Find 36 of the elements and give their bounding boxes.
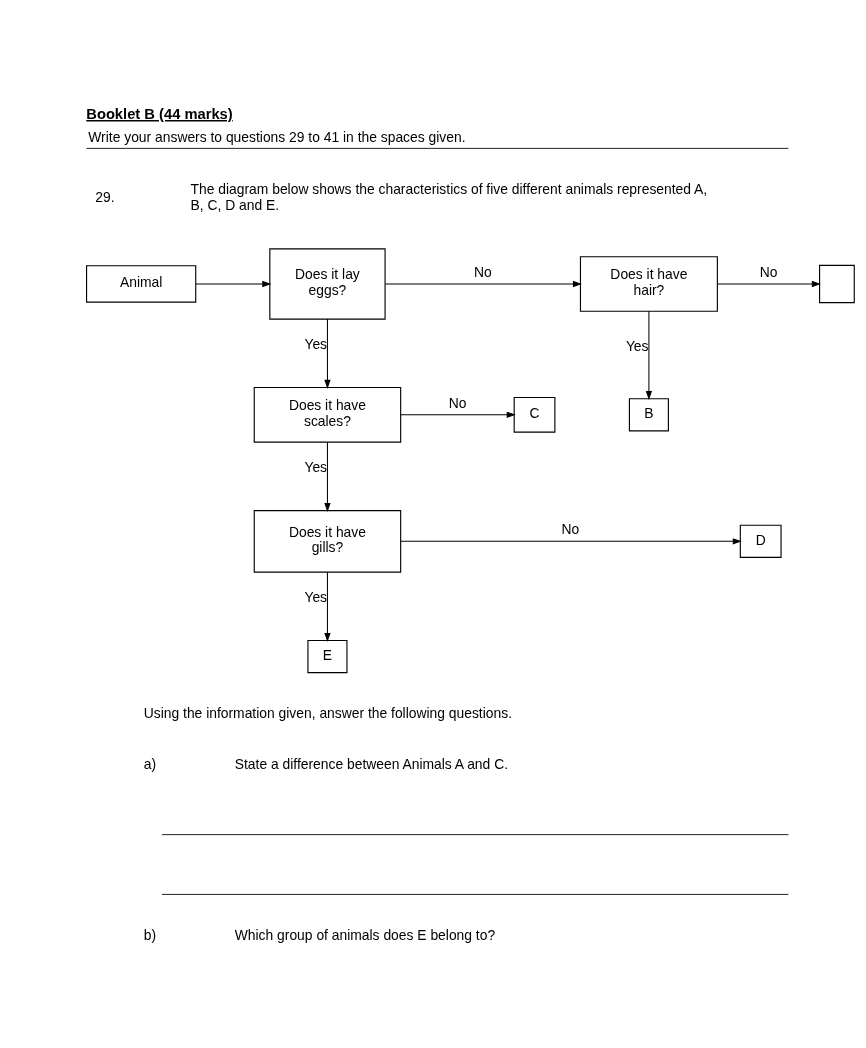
arrow bbox=[324, 318, 331, 389]
arrow bbox=[324, 571, 331, 642]
label: Using the information given, answer the following questions. bbox=[143, 705, 513, 722]
node-box: Does it have scales? bbox=[253, 386, 402, 443]
arrow bbox=[400, 538, 742, 545]
node-box: Does it have gills? bbox=[253, 510, 402, 573]
edge-label: Yes bbox=[304, 459, 328, 476]
node-box: E bbox=[307, 639, 348, 674]
node-box: C bbox=[513, 396, 556, 433]
edge-label: Yes bbox=[625, 337, 649, 354]
arrow bbox=[717, 280, 821, 288]
label: The diagram below shows the characteristics of five different animals represented A, B, C, D and E. bbox=[190, 181, 708, 213]
edge-label: No bbox=[759, 263, 778, 280]
label: Write your answers to questions 29 to 41 in the spaces given. bbox=[88, 129, 466, 146]
node-box: B bbox=[628, 398, 669, 432]
arrow bbox=[400, 411, 516, 418]
arrow bbox=[324, 441, 331, 513]
arrow bbox=[384, 280, 582, 288]
node-box bbox=[819, 264, 855, 304]
edge-label: No bbox=[448, 394, 467, 411]
edge-label: Yes bbox=[304, 335, 328, 352]
label: State a difference between Animals A and C. bbox=[234, 756, 508, 773]
node-box: D bbox=[739, 524, 782, 558]
node-box: Does it have hair? bbox=[579, 256, 718, 312]
edge-label: Yes bbox=[304, 589, 328, 606]
diagram-title: Booklet B (44 marks) bbox=[86, 106, 233, 123]
node-box: Does it lay eggs? bbox=[269, 248, 386, 320]
label: Which group of animals does E belong to? bbox=[234, 927, 496, 944]
arrow bbox=[645, 310, 653, 401]
node-box: Animal bbox=[86, 265, 197, 303]
label: 29. bbox=[95, 188, 115, 205]
label: b) bbox=[143, 927, 157, 944]
label: a) bbox=[143, 756, 157, 773]
edge-label: No bbox=[561, 521, 580, 538]
edge-label: No bbox=[474, 263, 492, 280]
arrow bbox=[195, 280, 272, 288]
